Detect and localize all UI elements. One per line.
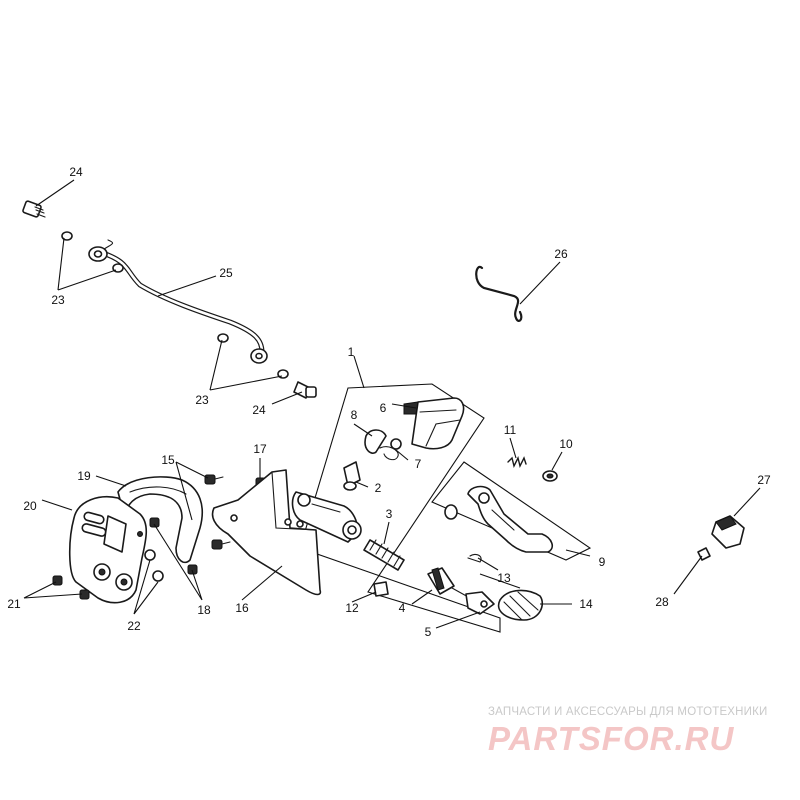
bolt-12	[373, 581, 389, 597]
callout-10: 10	[559, 437, 573, 451]
washer	[152, 570, 164, 582]
callout-17: 17	[253, 442, 267, 456]
upper-banjo-fitting	[88, 246, 108, 262]
brake-hose-assembly	[22, 200, 317, 399]
bolt	[149, 517, 160, 528]
upper-banjo-bolt	[22, 200, 46, 218]
bolt	[187, 564, 198, 575]
clevis	[465, 591, 495, 615]
watermark-logo: PARTSFOR.RU	[488, 720, 735, 757]
washer	[144, 549, 156, 561]
mounting-bracket	[211, 469, 322, 596]
callout-12: 12	[345, 601, 359, 615]
brake-light-switch	[711, 515, 745, 549]
washer	[61, 231, 73, 241]
callout-2: 2	[375, 481, 382, 495]
pedal-bushing	[444, 504, 458, 520]
callout-25: 25	[219, 266, 233, 280]
callout-6: 6	[380, 401, 387, 415]
callout-1: 1	[348, 345, 355, 359]
callout-9: 9	[599, 555, 606, 569]
watermark-tagline: ЗАПЧАСТИ И АКСЕССУАРЫ ДЛЯ МОТОТЕХНИКИ	[488, 706, 768, 718]
callout-27: 27	[757, 473, 771, 487]
callout-20: 20	[23, 499, 37, 513]
pedal-rubber	[497, 589, 544, 621]
pedal-cap	[542, 470, 558, 482]
fluid-reservoir	[403, 397, 465, 450]
return-spring	[363, 539, 405, 571]
callout-8: 8	[351, 408, 358, 422]
pedal-spring	[507, 455, 527, 469]
leader-lines	[23, 179, 761, 629]
callout-5: 5	[425, 625, 432, 639]
bolt-15	[204, 474, 224, 485]
brake-pedal	[467, 485, 554, 553]
callout-11: 11	[504, 423, 517, 437]
group-frame-master-cylinder	[299, 383, 501, 633]
callout-7: 7	[415, 457, 422, 471]
muffler-cover	[68, 496, 148, 604]
washer	[217, 333, 229, 343]
callout-labels: 24 23 25 23 24 26 1 6 8 7 2 3 4 5 11 10 …	[7, 165, 771, 639]
heat-shield	[117, 476, 204, 564]
callout-16: 16	[235, 601, 249, 615]
callout-21: 21	[7, 597, 21, 611]
cotter-pin	[467, 553, 482, 563]
lower-banjo-bolt	[293, 381, 317, 399]
callout-13: 13	[497, 571, 511, 585]
group-frame-pedal-tail	[479, 573, 521, 589]
brake-line-26	[475, 265, 523, 322]
callout-22: 22	[127, 619, 141, 633]
callout-23: 23	[51, 293, 65, 307]
callout-4: 4	[399, 601, 406, 615]
callout-18: 18	[197, 603, 211, 617]
callout-23: 23	[195, 393, 209, 407]
bolt-15b	[211, 539, 231, 550]
callout-28: 28	[655, 595, 669, 609]
reservoir-hose-fitting	[364, 429, 402, 454]
callout-24: 24	[69, 165, 83, 179]
callout-15: 15	[161, 453, 175, 467]
callout-26: 26	[554, 247, 568, 261]
lower-banjo-fitting	[250, 348, 268, 364]
bolt	[52, 575, 63, 586]
connector	[343, 461, 361, 491]
hose-clip	[379, 446, 399, 461]
callout-14: 14	[579, 597, 593, 611]
master-cylinder-body	[291, 491, 362, 543]
push-rod	[427, 567, 471, 599]
callout-3: 3	[386, 507, 393, 521]
callout-19: 19	[77, 469, 91, 483]
group-frame-brake-pedal	[431, 461, 592, 561]
callout-24: 24	[252, 403, 266, 417]
